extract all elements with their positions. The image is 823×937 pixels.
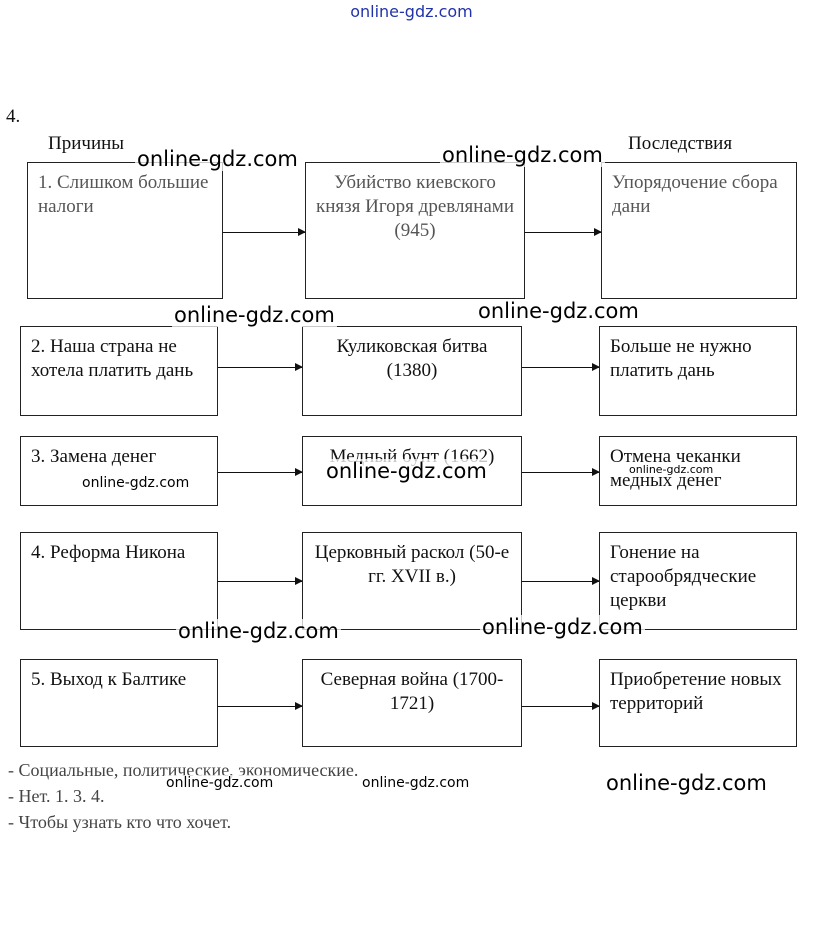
watermark: online-gdz.com xyxy=(440,143,605,167)
event-box-5: Северная война (1700-1721) xyxy=(302,659,522,747)
watermark: online-gdz.com xyxy=(476,299,641,323)
site-header-link[interactable]: online-gdz.com xyxy=(350,2,473,21)
watermark: online-gdz.com xyxy=(80,475,192,491)
cause-box-3: 3. Замена денег xyxy=(20,436,218,506)
consequence-box-4: Гонение на старообрядческие церкви xyxy=(599,532,797,630)
arrow-event-consequence-4 xyxy=(522,577,600,585)
arrow-cause-event-2 xyxy=(218,363,303,371)
arrow-cause-event-5 xyxy=(218,702,303,710)
cause-box-4: 4. Реформа Никона xyxy=(20,532,218,630)
arrow-event-consequence-3 xyxy=(522,468,600,476)
watermark: online-gdz.com xyxy=(172,303,337,327)
answers-list: - Социальные, политические, экономически… xyxy=(8,757,358,835)
cause-box-1: 1. Слишком большие налоги xyxy=(27,162,223,299)
event-box-4: Церковный раскол (50-е гг. XVII в.) xyxy=(302,532,522,630)
event-box-2: Куликовская битва (1380) xyxy=(302,326,522,416)
cause-box-5: 5. Выход к Балтике xyxy=(20,659,218,747)
watermark: online-gdz.com xyxy=(135,147,300,171)
consequence-box-1: Упорядочение сбора дани xyxy=(601,162,797,299)
watermark: online-gdz.com xyxy=(480,615,645,639)
task-number: 4. xyxy=(6,106,21,127)
watermark: online-gdz.com xyxy=(604,771,769,795)
answer-line: - Нет. 1. 3. 4. xyxy=(8,786,105,806)
arrow-event-consequence-5 xyxy=(522,702,600,710)
watermark: online-gdz.com xyxy=(324,459,489,483)
watermark: online-gdz.com xyxy=(360,775,472,791)
watermark: online-gdz.com xyxy=(164,775,276,791)
arrow-cause-event-3 xyxy=(218,468,303,476)
consequences-header: Последствия xyxy=(628,133,733,154)
arrow-event-consequence-2 xyxy=(522,363,600,371)
answer-line: - Чтобы узнать кто что хочет. xyxy=(8,812,232,832)
event-box-1: Убийство киевского князя Игоря древлянам… xyxy=(305,162,525,299)
arrow-cause-event-4 xyxy=(218,577,303,585)
causes-header: Причины xyxy=(48,133,125,154)
arrow-event-consequence-1 xyxy=(525,228,602,236)
cause-box-2: 2. Наша страна не хотела платить дань xyxy=(20,326,218,416)
watermark: online-gdz.com xyxy=(176,619,341,643)
consequence-box-2: Больше не нужно платить дань xyxy=(599,326,797,416)
arrow-cause-event-1 xyxy=(223,228,306,236)
watermark: online-gdz.com xyxy=(627,463,716,476)
consequence-box-5: Приобретение новых территорий xyxy=(599,659,797,747)
